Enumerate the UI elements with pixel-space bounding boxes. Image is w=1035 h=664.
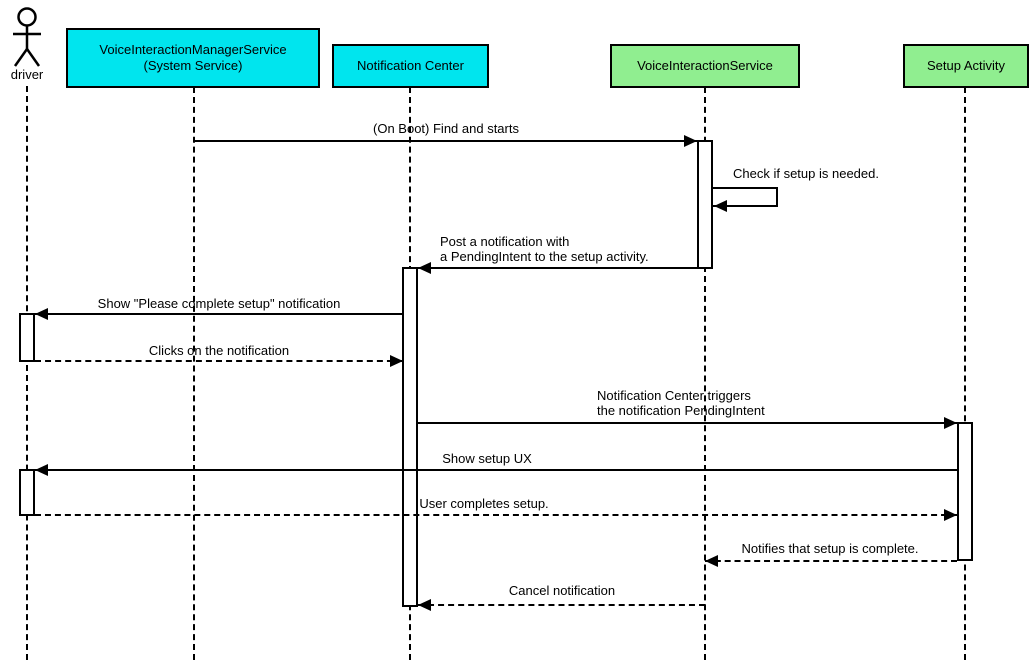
arrowhead — [390, 355, 403, 367]
message-label-check-setup: Check if setup is needed. — [733, 166, 879, 181]
participant-label: VoiceInteractionService — [637, 58, 773, 73]
participant-notification-center: Notification Center — [332, 44, 489, 88]
participant-label: VoiceInteractionManagerService (System S… — [99, 42, 287, 73]
arrowhead — [35, 308, 48, 320]
arrowhead — [418, 599, 431, 611]
lifeline-voiceinteractionmanagerservice — [193, 87, 195, 660]
message-line-on-boot — [194, 140, 697, 142]
participant-label: Notification Center — [357, 58, 464, 73]
participant-voiceinteractionservice: VoiceInteractionService — [610, 44, 800, 88]
message-label-show-setup-ux: Show setup UX — [442, 451, 532, 466]
message-label-on-boot: (On Boot) Find and starts — [373, 121, 519, 136]
message-line-post-notification — [418, 267, 697, 269]
message-label-clicks-notification: Clicks on the notification — [148, 343, 290, 358]
self-message-loop — [713, 187, 778, 207]
message-line-cancel-notification — [418, 604, 705, 606]
message-line-show-notification — [35, 313, 403, 315]
participant-setup-activity: Setup Activity — [903, 44, 1029, 88]
arrowhead — [944, 509, 957, 521]
message-line-show-setup-ux — [35, 469, 957, 471]
arrowhead — [714, 200, 727, 212]
arrowhead — [35, 464, 48, 476]
activation-driver-2 — [19, 469, 35, 516]
message-line-notifies-complete — [705, 560, 957, 562]
participant-voiceinteractionmanagerservice: VoiceInteractionManagerService (System S… — [66, 28, 320, 88]
activation-notification-center — [402, 267, 418, 607]
actor-label: driver — [10, 67, 44, 82]
arrowhead — [944, 417, 957, 429]
arrowhead — [705, 555, 718, 567]
message-line-trigger-pendingintent — [418, 422, 957, 424]
arrowhead — [418, 262, 431, 274]
message-label-post-notification: Post a notification with a PendingIntent… — [440, 234, 649, 264]
message-label-notifies-complete: Notifies that setup is complete. — [741, 541, 919, 556]
lifeline-voiceinteractionservice — [704, 87, 706, 660]
message-line-user-completes-setup — [35, 514, 957, 516]
message-label-cancel-notification: Cancel notification — [508, 583, 616, 598]
activation-driver-1 — [19, 313, 35, 362]
activation-setup-activity — [957, 422, 973, 561]
stick-figure-icon — [13, 7, 41, 67]
message-label-show-notification: Show "Please complete setup" notificatio… — [97, 296, 341, 311]
activation-voiceinteractionservice — [697, 140, 713, 269]
message-label-user-completes-setup: User completes setup. — [419, 496, 549, 511]
participant-label: Setup Activity — [926, 58, 1006, 73]
arrowhead — [684, 135, 697, 147]
lifeline-driver — [26, 86, 28, 660]
actor-driver — [5, 5, 49, 72]
lifeline-setup-activity — [964, 87, 966, 660]
message-line-clicks-notification — [35, 360, 403, 362]
message-label-trigger-pendingintent: Notification Center triggers the notific… — [597, 388, 765, 418]
